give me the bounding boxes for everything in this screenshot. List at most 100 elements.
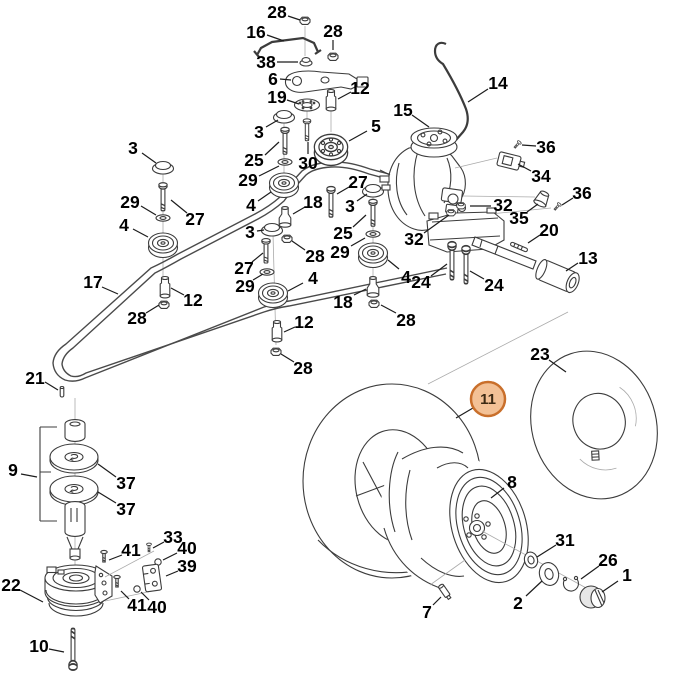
axle-shaft: [471, 236, 537, 270]
part-label-28: 28: [305, 246, 325, 266]
leader-line: [490, 487, 505, 499]
leader-line: [387, 259, 400, 270]
leader-line: [353, 288, 367, 296]
leader-line: [170, 287, 185, 296]
part-label-12: 12: [294, 312, 314, 332]
part-label-40: 40: [147, 597, 167, 617]
part-label-28: 28: [127, 308, 147, 328]
part-label-4: 4: [308, 268, 318, 288]
clutch-spindle-group: [39, 385, 163, 672]
leader-line: [348, 130, 368, 142]
part-label-18: 18: [303, 192, 323, 212]
part-label-7: 7: [422, 602, 432, 622]
leader-line: [97, 463, 117, 478]
leader-line: [44, 381, 59, 391]
bracket-39: [141, 563, 163, 593]
leader-line: [145, 304, 160, 314]
part-label-24: 24: [411, 272, 431, 292]
leader-line: [548, 359, 567, 373]
leader-line: [141, 152, 157, 164]
leader-line: [287, 15, 301, 21]
leader-line: [356, 193, 368, 202]
valve-stem-7: [438, 583, 452, 601]
part-label-21: 21: [25, 368, 45, 388]
interlock-switch-34: [496, 151, 526, 171]
part-label-5: 5: [371, 116, 381, 136]
part-label-32: 32: [493, 195, 513, 215]
part-label-20: 20: [539, 220, 559, 240]
part-label-4: 4: [401, 267, 411, 287]
stud-20: [510, 241, 528, 253]
transmission-assembly: [426, 139, 580, 294]
part-label-39: 39: [177, 556, 197, 576]
highlighted-part-number[interactable]: 11: [480, 391, 496, 408]
leader-line: [580, 565, 600, 580]
part-label-38: 38: [256, 52, 276, 72]
part-label-8: 8: [507, 472, 517, 492]
part-label-6: 6: [268, 69, 278, 89]
part-label-12: 12: [183, 290, 203, 310]
part-label-31: 31: [555, 530, 575, 550]
leader-line: [455, 407, 474, 419]
part-label-29: 29: [238, 170, 258, 190]
part-label-3: 3: [128, 138, 138, 158]
leader-line: [165, 570, 179, 577]
highlighted-part-badge[interactable]: [469, 380, 507, 418]
part-label-3: 3: [254, 122, 264, 142]
part-label-32: 32: [404, 229, 424, 249]
circlip-26: [562, 575, 580, 592]
part-label-29: 29: [120, 192, 140, 212]
engine-assembly: [379, 41, 552, 231]
part-label-12: 12: [350, 78, 370, 98]
leader-line: [526, 203, 539, 213]
hub-cap-1: [579, 585, 606, 609]
part-label-1: 1: [622, 565, 632, 585]
leader-line: [264, 141, 280, 156]
leader-line: [266, 34, 285, 42]
part-label-36: 36: [572, 183, 592, 203]
washer-2: [538, 562, 560, 586]
leader-line: [97, 491, 117, 504]
leader-line: [469, 270, 485, 280]
leader-line: [162, 552, 178, 561]
leader-line: [279, 78, 292, 81]
part-label-27: 27: [348, 172, 367, 192]
part-label-25: 25: [333, 223, 353, 243]
leader-line: [132, 228, 149, 238]
coupler-13: [535, 259, 580, 294]
leader-line: [525, 580, 543, 597]
leader-line: [140, 591, 150, 601]
part-label-28: 28: [293, 358, 313, 378]
leader-line: [286, 99, 300, 105]
leader-line: [252, 273, 264, 281]
part-label-27: 27: [234, 258, 253, 278]
part-label-28: 28: [323, 21, 343, 41]
part-label-40: 40: [177, 538, 197, 558]
leader-line: [48, 648, 65, 653]
part-label-2: 2: [513, 593, 523, 613]
pulley-5: [313, 133, 349, 167]
bolt-10: [67, 627, 79, 672]
part-label-4: 4: [119, 215, 129, 235]
leader-line: [291, 240, 306, 251]
leader-line: [380, 304, 397, 314]
leader-line: [292, 206, 306, 215]
leader-line: [120, 590, 130, 600]
center-idler-stacks: [257, 183, 389, 356]
leader-line: [561, 197, 574, 206]
part-label-26: 26: [598, 550, 618, 570]
part-label-18: 18: [333, 292, 353, 312]
leader-line: [521, 144, 537, 147]
part-label-29: 29: [330, 242, 350, 262]
leader-line: [170, 199, 188, 214]
leader-line: [336, 186, 350, 195]
leader-line: [152, 541, 165, 549]
part-label-34: 34: [531, 166, 551, 186]
leader-line: [108, 554, 123, 561]
part-label-27: 27: [185, 209, 204, 229]
leader-line: [467, 88, 489, 103]
part-label-30: 30: [298, 153, 318, 173]
